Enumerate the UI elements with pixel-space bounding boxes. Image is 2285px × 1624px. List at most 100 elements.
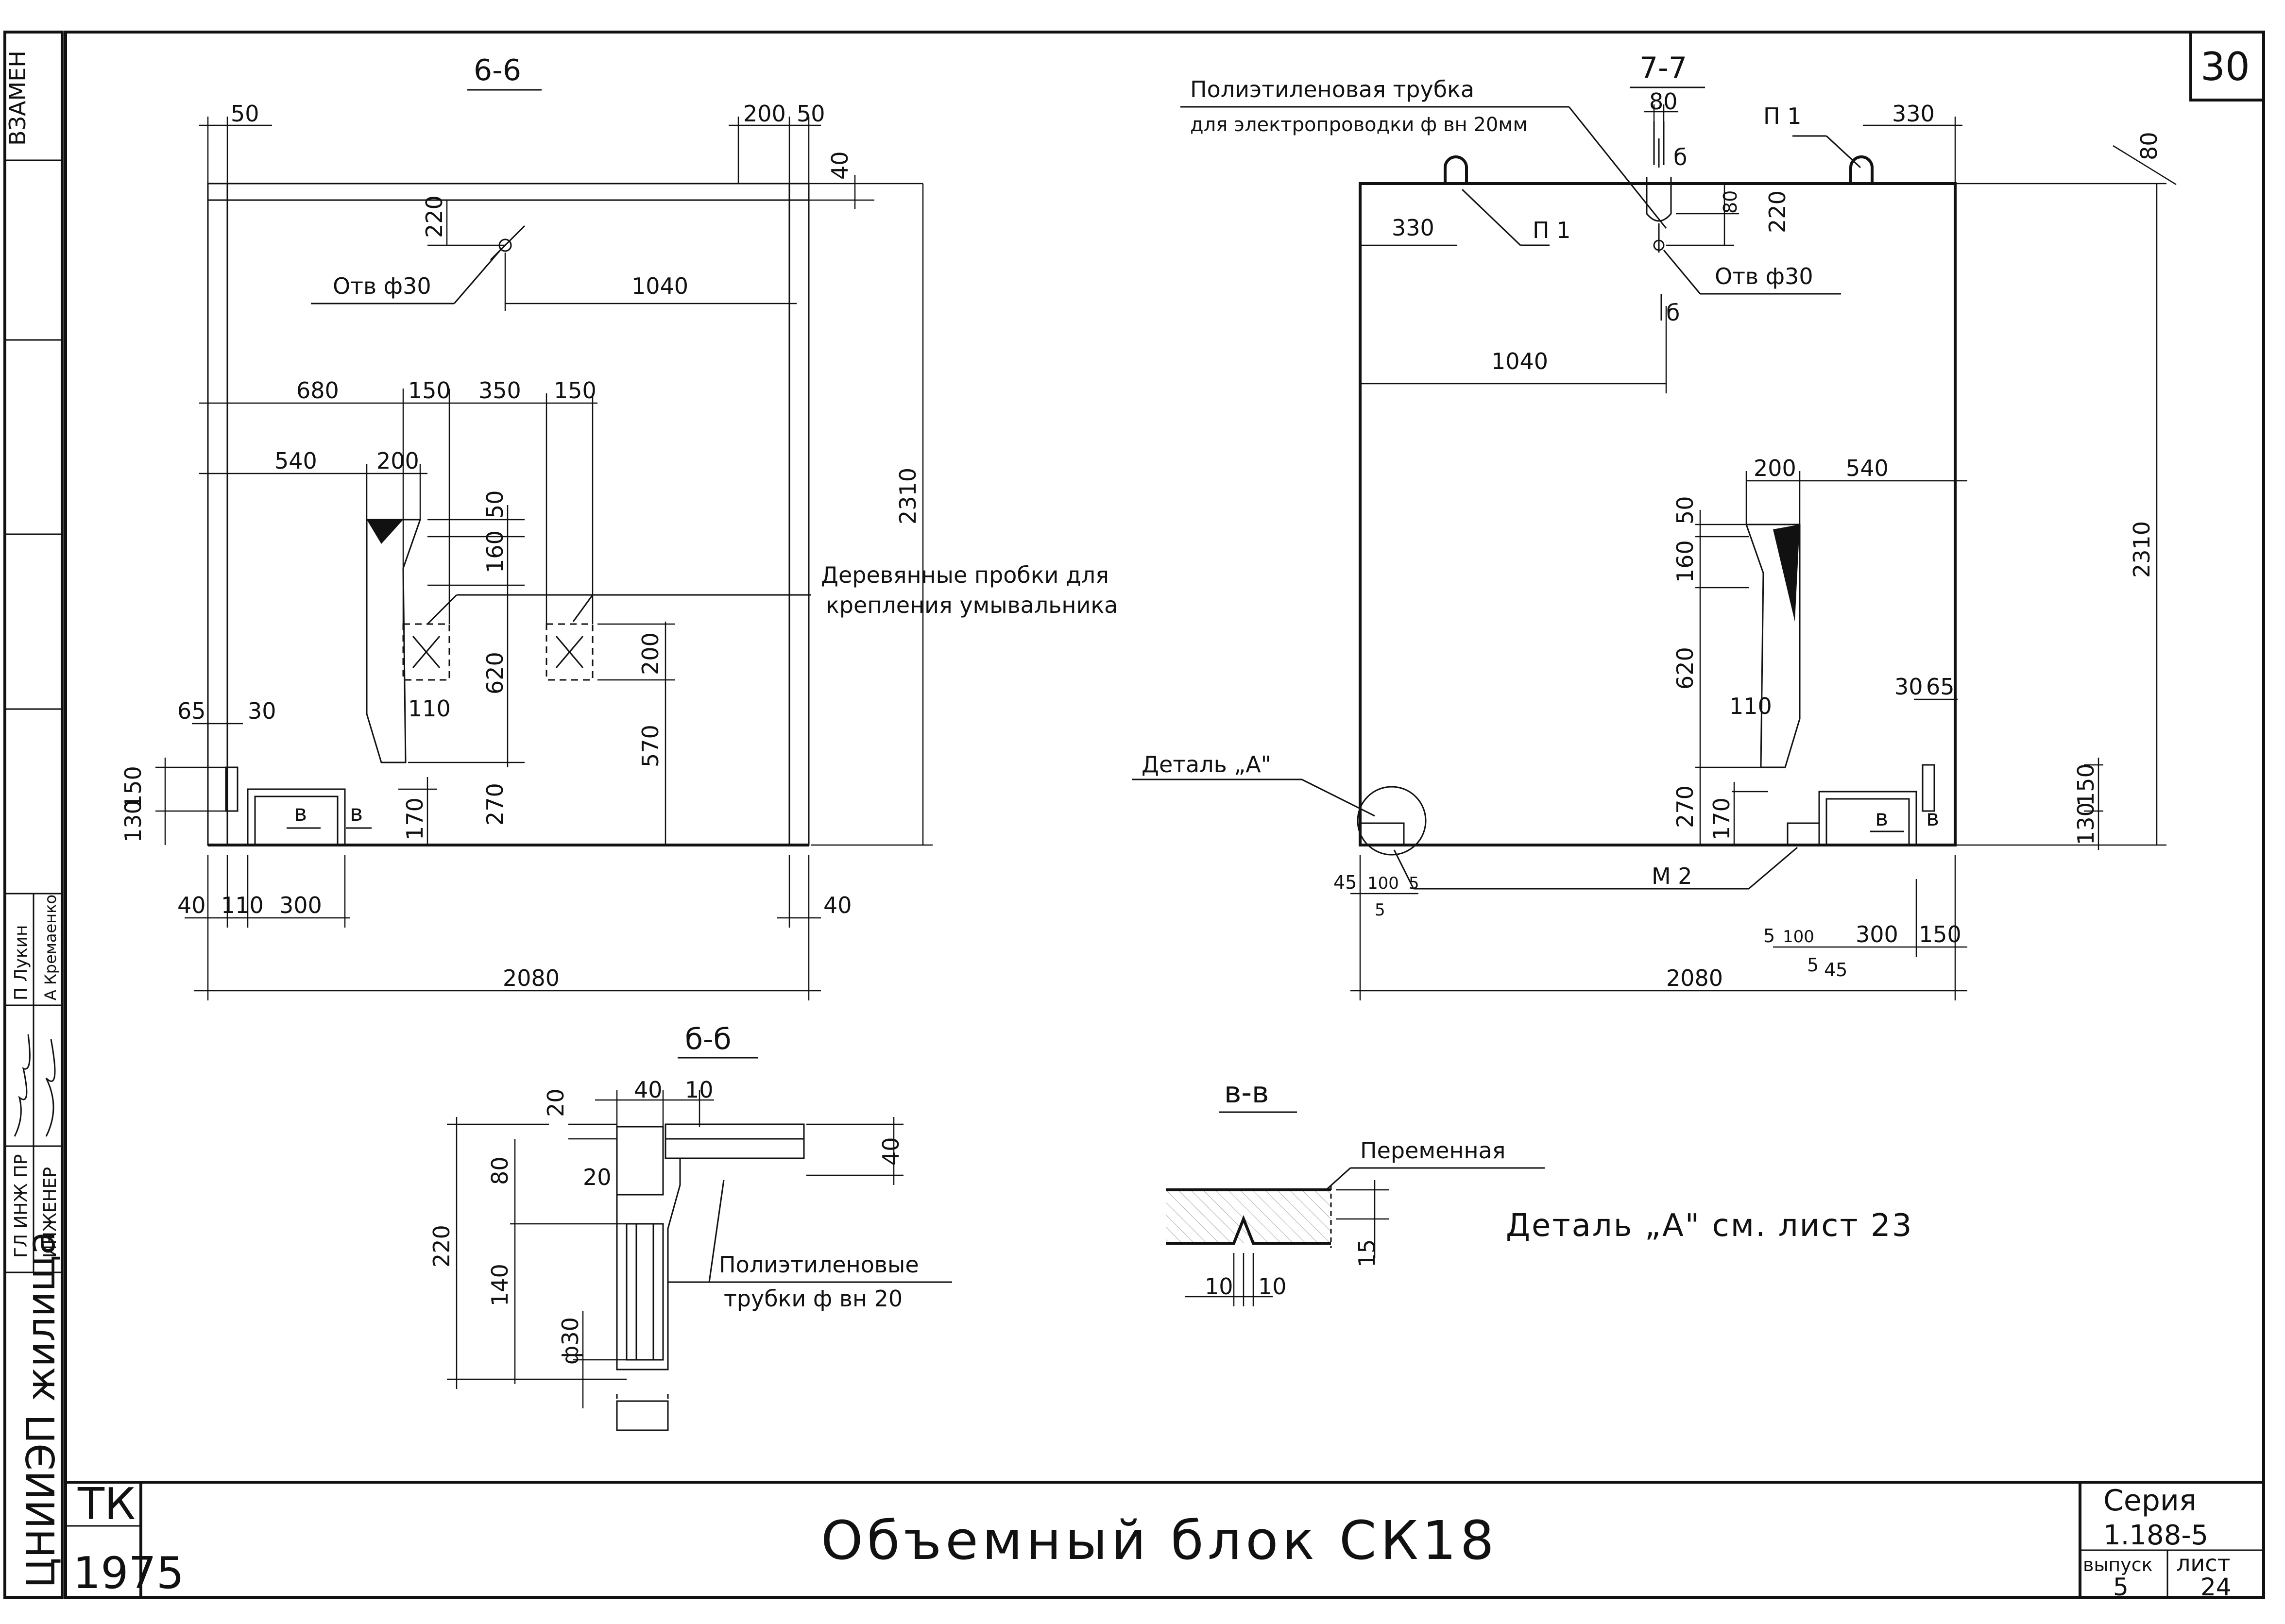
section-v-label: в-в xyxy=(1224,1076,1269,1110)
signature-2 xyxy=(45,1039,56,1137)
dim-7-170: 170 xyxy=(1708,797,1735,840)
dim-7-160: 160 xyxy=(1672,540,1698,583)
hole-label-7: Отв ф30 xyxy=(1715,263,1813,289)
strip-name1: П Лукин xyxy=(11,925,31,1000)
dim-7-200: 200 xyxy=(1754,455,1796,481)
strip-role1: ГЛ ИНЖ ПР xyxy=(11,1154,31,1258)
dim-7-2310: 2310 xyxy=(2129,521,2155,578)
dim-7-5-right-b: 5 xyxy=(1807,954,1819,976)
dim-6-110: 110 xyxy=(408,695,451,722)
signature-1 xyxy=(14,1034,31,1137)
dim-7-150-right: 150 xyxy=(1919,921,1961,947)
dim-7-330-right: 330 xyxy=(1892,101,1935,127)
dim-6-50-right: 50 xyxy=(797,101,825,127)
dim-6-130: 130 xyxy=(120,800,146,843)
dim-7-1040: 1040 xyxy=(1491,348,1548,374)
section-b-label: б-б xyxy=(685,1022,732,1056)
dim-6-40-left: 40 xyxy=(177,892,206,918)
mark-v2-6: в xyxy=(350,800,363,826)
dim-6-65: 65 xyxy=(177,698,206,724)
dim-6-30: 30 xyxy=(248,698,276,724)
plugs-line2: крепления умывальника xyxy=(826,592,1118,618)
dim-7-50: 50 xyxy=(1672,496,1698,524)
dim-6-50b: 50 xyxy=(482,490,508,519)
dim-7-30: 30 xyxy=(1894,674,1923,700)
strip-vzamen: ВЗАМЕН xyxy=(4,51,31,146)
dim-6-50-left: 50 xyxy=(231,101,259,127)
dim-7-5-left-b: 5 xyxy=(1375,900,1385,920)
dim-7-620: 620 xyxy=(1672,647,1698,690)
dim-6-200: 200 xyxy=(743,101,786,127)
dim-6-300: 300 xyxy=(279,892,322,918)
m2-label: М 2 xyxy=(1652,863,1692,889)
dim-7-5-left: 5 xyxy=(1409,874,1419,893)
stamp-org: ТК xyxy=(77,1479,136,1530)
dim-7-130: 130 xyxy=(2073,802,2099,845)
mark-v2-7: в xyxy=(1926,805,1939,831)
dim-6-40-top: 40 xyxy=(827,151,853,180)
mark-b-bottom: б xyxy=(1666,300,1680,326)
dim-7-80-right: 80 xyxy=(2136,132,2162,160)
dim-6-150b: 150 xyxy=(554,377,597,404)
plugs-line1: Деревянные пробки для xyxy=(821,562,1109,588)
dim-6-150a: 150 xyxy=(408,377,451,404)
dim-7-150: 150 xyxy=(2073,763,2099,806)
dim-v-10b: 10 xyxy=(1258,1273,1287,1300)
issue-label: выпуск xyxy=(2083,1554,2153,1575)
dim-7-540: 540 xyxy=(1846,455,1889,481)
dim-7-2080: 2080 xyxy=(1666,965,1723,991)
dim-7-45-right: 45 xyxy=(1824,959,1847,981)
sheet-title: Объемный блок СК18 xyxy=(821,1509,1498,1572)
dim-6-2310: 2310 xyxy=(895,468,921,524)
dim-6-40-right: 40 xyxy=(823,892,852,918)
dim-v-10a: 10 xyxy=(1205,1273,1233,1300)
series-label: Серия xyxy=(2103,1484,2197,1518)
section-b-b: б-б Полиэтиленовые трубки ф вн 20 xyxy=(428,1022,952,1431)
dim-b-20a: 20 xyxy=(543,1088,569,1117)
p1-left-label: П 1 xyxy=(1533,217,1570,243)
tube-line1: Полиэтиленовая трубка xyxy=(1190,76,1474,102)
dim-6-680: 680 xyxy=(296,377,339,404)
strip-name2: А Кремаенко xyxy=(41,895,60,1000)
dim-7-100-left: 100 xyxy=(1367,874,1399,893)
sheet-number: 30 xyxy=(2200,44,2250,89)
dim-v-15: 15 xyxy=(1354,1239,1380,1268)
dim-b-40: 40 xyxy=(634,1077,663,1103)
section-7-label: 7-7 xyxy=(1639,51,1687,85)
dim-b-20b: 20 xyxy=(583,1164,612,1190)
dim-7-220: 220 xyxy=(1764,190,1790,233)
issue-value: 5 xyxy=(2113,1573,2129,1601)
dim-7-65: 65 xyxy=(1926,674,1955,700)
dim-6-540: 540 xyxy=(274,448,317,474)
dim-6-220: 220 xyxy=(421,195,447,238)
sink-bracket-6 xyxy=(366,519,422,763)
tubes-line2: трубки ф вн 20 xyxy=(724,1286,903,1312)
section-v-v: в-в Переменная 15 10 10 xyxy=(1166,1076,1545,1306)
dim-7-45-left: 45 xyxy=(1333,872,1357,893)
dim-6-110b: 110 xyxy=(221,892,264,918)
dim-7-5-right: 5 xyxy=(1763,925,1775,947)
detail-note: Деталь „А" см. лист 23 xyxy=(1506,1208,1913,1244)
section-6-6: 6-6 Отв ф30 Деревянные пробки для крепле… xyxy=(120,53,1118,1000)
strip-role2: ИНЖЕНЕР xyxy=(40,1167,60,1258)
mark-v1-6: в xyxy=(294,800,307,826)
dim-6-620: 620 xyxy=(482,652,508,694)
dim-7-300: 300 xyxy=(1856,921,1898,947)
mark-v1-7: в xyxy=(1875,805,1888,831)
dim-7-100-right: 100 xyxy=(1783,927,1814,947)
dim-7-80b: 80 xyxy=(1720,190,1741,214)
dim-b-140: 140 xyxy=(487,1264,513,1306)
series-value: 1.188-5 xyxy=(2103,1520,2208,1551)
dim-6-270: 270 xyxy=(482,783,508,826)
dim-6-150c: 150 xyxy=(120,766,146,809)
variable-label: Переменная xyxy=(1360,1137,1505,1164)
dim-b-80: 80 xyxy=(487,1156,513,1185)
dim-6-200c: 200 xyxy=(637,632,664,675)
sheet-label: лист xyxy=(2176,1550,2230,1576)
left-strip: ВЗАМЕН ЦНИИЭП жилища ГЛ ИНЖ ПР ИНЖЕНЕР П… xyxy=(3,31,64,1599)
sheet-value: 24 xyxy=(2200,1573,2232,1601)
hole-label-6: Отв ф30 xyxy=(333,273,431,299)
dim-6-200b: 200 xyxy=(376,448,419,474)
